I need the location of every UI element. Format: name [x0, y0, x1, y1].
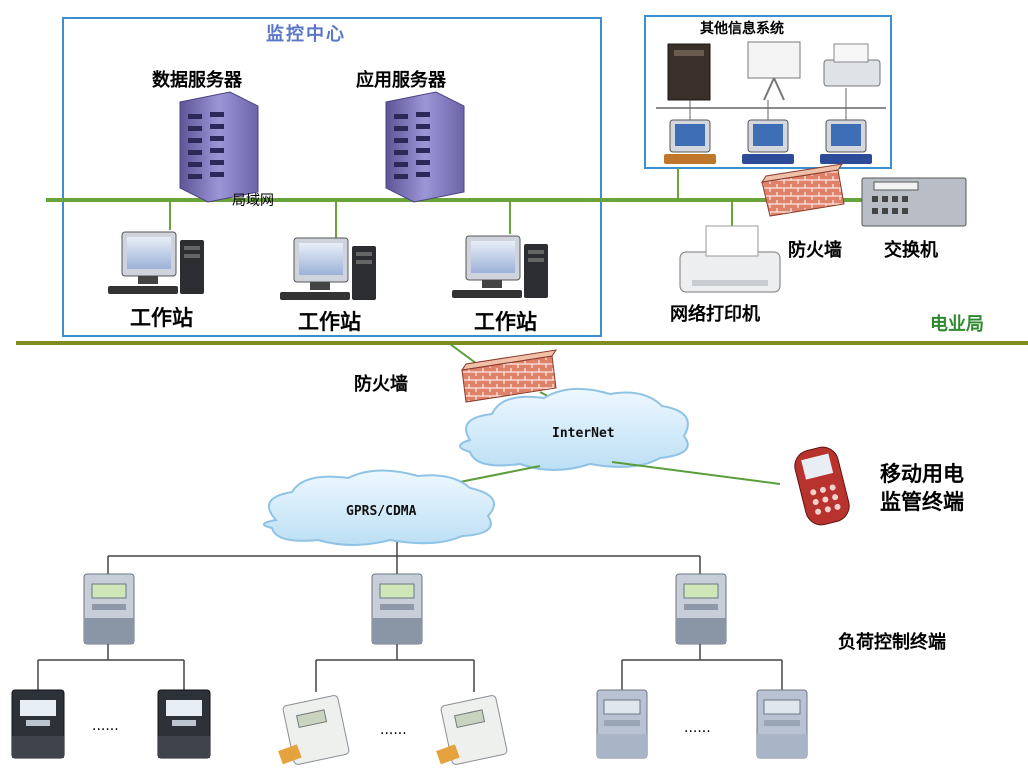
ellipsis-label: ...... [380, 722, 407, 738]
meter-icon [756, 689, 808, 759]
power-bureau-label: 电业局 [930, 314, 984, 335]
data-server-icon [179, 91, 259, 203]
pc-icon [819, 119, 873, 165]
meter-icon [157, 689, 211, 759]
firewall-mid-label: 防火墙 [354, 374, 408, 395]
mobile-terminal-label-line1: 移动用电 [880, 462, 964, 486]
meter-icon [11, 689, 65, 759]
workstation-label: 工作站 [474, 310, 537, 334]
app-server-label: 应用服务器 [356, 70, 446, 91]
gprs-cdma-cloud-icon [263, 469, 495, 546]
firewall-icon-mid [460, 349, 558, 403]
switch-icon [861, 177, 967, 227]
other-systems-label: 其他信息系统 [700, 21, 784, 37]
load-control-meter-icon [371, 573, 423, 645]
load-control-terminal-label: 负荷控制终端 [838, 632, 946, 653]
network-printer-label: 网络打印机 [670, 304, 760, 325]
printer-icon [823, 43, 881, 87]
internet-cloud-icon [459, 387, 689, 471]
switch-label: 交换机 [884, 240, 938, 261]
monitor-center-label: 监控中心 [266, 24, 346, 45]
gprs-cdma-label: GPRS/CDMA [346, 504, 417, 519]
other-systems-box [644, 15, 892, 169]
workstation-icon [279, 237, 377, 301]
lan-label: 局域网 [232, 193, 274, 209]
mobile-terminal-label-line2: 监管终端 [880, 490, 964, 514]
monitor-center-box [62, 17, 602, 337]
app-server-icon [385, 91, 465, 203]
tower-pc-icon [667, 43, 711, 101]
workstation-label: 工作站 [130, 306, 193, 330]
pc-icon [663, 119, 717, 165]
meter-icon [277, 694, 351, 766]
ellipsis-label: ...... [92, 718, 119, 734]
load-control-meter-icon [83, 573, 135, 645]
ellipsis-label: ...... [684, 720, 711, 736]
pc-icon [741, 119, 795, 165]
firewall-icon-top [760, 163, 845, 217]
meter-icon [596, 689, 648, 759]
workstation-icon [451, 235, 549, 299]
meter-icon [435, 694, 509, 766]
data-server-label: 数据服务器 [152, 70, 242, 91]
internet-label: InterNet [552, 426, 615, 441]
workstation-icon [107, 231, 205, 295]
network-printer-icon [679, 225, 781, 293]
load-control-meter-icon [675, 573, 727, 645]
mobile-phone-icon [794, 446, 850, 526]
firewall-top-label: 防火墙 [788, 240, 842, 261]
projector-screen-icon [747, 41, 801, 101]
workstation-label: 工作站 [298, 310, 361, 334]
